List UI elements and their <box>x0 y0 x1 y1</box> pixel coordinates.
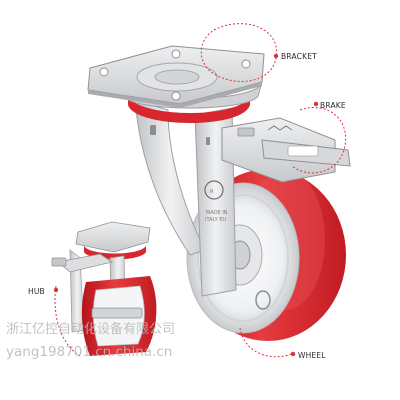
logo-emblem <box>204 180 224 200</box>
plate-hole-2 <box>171 49 181 59</box>
hub-callout-dot <box>53 287 59 293</box>
watermark-url: yang198701.cn.china.cn <box>6 344 172 360</box>
stamp-line2: ITALY EU <box>205 217 226 223</box>
brake-pedal-window <box>287 145 319 157</box>
bracket-callout-arc <box>200 23 278 82</box>
plate-hole-4 <box>171 91 181 101</box>
cutaway-brake-pedal <box>51 257 67 267</box>
cutaway-brake <box>57 253 113 273</box>
wheel-callout-dot <box>290 351 296 357</box>
hub-bearing <box>255 290 271 310</box>
label-bracket: BRACKET <box>281 52 317 61</box>
swivel-seal-ring <box>128 95 250 124</box>
label-brake: BRAKE <box>320 101 346 110</box>
label-wheel: WHEEL <box>298 351 326 360</box>
wheel-callout-arc <box>239 327 293 358</box>
brake-spring <box>267 125 293 131</box>
logo-emblem-text: R <box>210 189 214 195</box>
fork-slot-2 <box>206 137 210 145</box>
cutaway-plate <box>75 221 151 253</box>
plate-hole-1 <box>99 67 109 77</box>
main-caster: R MADE IN ITALY EU <box>87 45 351 341</box>
bracket-callout-dot <box>273 53 279 59</box>
watermark-company: 浙江亿控自动化设备有限公司 <box>6 321 175 337</box>
top-plate-kingpin <box>154 69 200 85</box>
wheel-core-rim <box>197 194 289 322</box>
plate-hole-3 <box>241 59 251 69</box>
callout-dots <box>53 53 319 357</box>
label-hub: HUB <box>28 287 45 296</box>
brake-latch <box>237 127 255 137</box>
callouts <box>54 23 347 358</box>
stamp-line1: MADE IN <box>206 210 228 216</box>
cutaway-caster <box>51 221 157 356</box>
cutaway-axle <box>91 307 143 319</box>
top-plate-edge <box>88 82 262 108</box>
fork-slot <box>150 125 156 135</box>
brake-callout-dot <box>313 101 319 107</box>
hub-callout-arc <box>54 285 81 357</box>
